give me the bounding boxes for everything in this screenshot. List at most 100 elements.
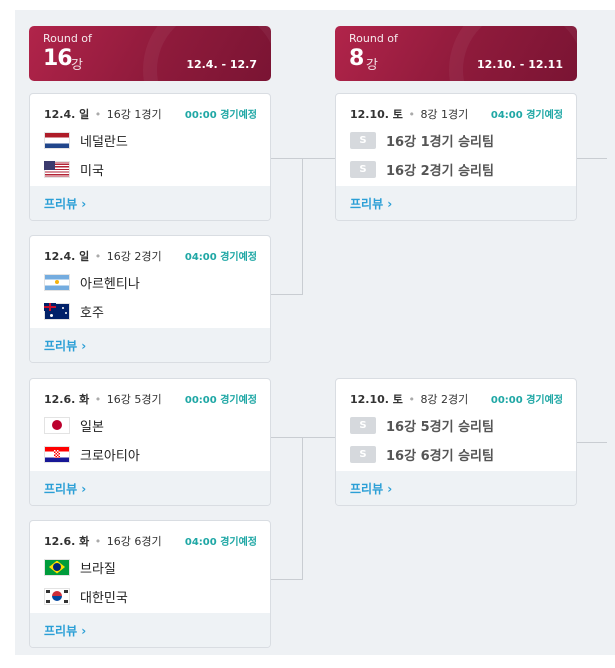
japan-flag-icon [44,416,70,434]
team-row: S 16강 5경기 승리팀 [350,415,494,435]
preview-link[interactable]: 프리뷰 › [44,624,87,638]
team-row: S 16강 6경기 승리팀 [350,444,494,464]
separator-dot: • [94,108,102,121]
header-decoration [449,26,577,81]
match-date: 12.4. 일 [44,250,90,263]
bracket-connector [302,158,303,295]
team-name: 16강 2경기 승리팀 [386,163,494,179]
round-of-8-header: Round of 8 강 12.10. - 12.11 [335,26,577,81]
round-dates: 12.4. - 12.7 [186,58,257,71]
match-meta: 12.4. 일 • 16강 2경기 [44,248,162,264]
placeholder-team-icon: S [350,160,376,178]
round-of-label: Round of [349,32,398,45]
team-name: 대한민국 [80,590,128,606]
match-meta: 12.10. 토 • 8강 2경기 [350,391,468,407]
match-stage: 16강 6경기 [106,535,162,548]
match-meta: 12.6. 화 • 16강 5경기 [44,391,162,407]
bracket-connector [302,437,303,580]
match-status: 04:00 경기예정 [490,110,563,121]
team-row[interactable]: 호주 [44,301,104,321]
separator-dot: • [94,535,102,548]
bracket-connector [302,158,335,159]
team-row[interactable]: 아르헨티나 [44,272,140,292]
round-dates: 12.10. - 12.11 [477,58,563,71]
team-row[interactable]: 크로아티아 [44,444,140,464]
team-row[interactable]: 네덜란드 [44,130,128,150]
team-row[interactable]: 미국 [44,159,104,179]
separator-dot: • [408,393,415,406]
bracket-connector [271,437,303,438]
team-row[interactable]: 브라질 [44,557,116,577]
preview-link[interactable]: 프리뷰 › [44,339,87,353]
bracket-connector [302,437,335,438]
match-stage: 16강 1경기 [106,108,162,121]
placeholder-team-icon: S [350,416,376,434]
separator-dot: • [94,393,102,406]
preview-link[interactable]: 프리뷰 › [44,482,87,496]
team-name: 일본 [80,419,104,435]
team-row[interactable]: 일본 [44,415,104,435]
separator-dot: • [408,108,415,121]
match-date: 12.6. 화 [44,535,90,548]
croatia-flag-icon [44,445,70,463]
preview-bar: 프리뷰 › [30,471,270,505]
preview-bar: 프리뷰 › [336,186,576,220]
preview-link[interactable]: 프리뷰 › [44,197,87,211]
match-stage: 8강 1경기 [420,108,469,121]
match-card-r16-1[interactable]: 12.4. 일 • 16강 1경기 00:00 경기예정 네덜란드 미국 프리뷰… [29,93,271,221]
round-number: 16 [43,46,73,71]
team-name: 미국 [80,163,104,179]
match-card-qf-1[interactable]: 12.10. 토 • 8강 1경기 04:00 경기예정 S 16강 1경기 승… [335,93,577,221]
team-row[interactable]: 대한민국 [44,586,128,606]
team-name: 크로아티아 [80,448,140,464]
match-stage: 16강 5경기 [106,393,162,406]
team-name: 네덜란드 [80,134,128,150]
usa-flag-icon [44,160,70,178]
match-stage: 16강 2경기 [106,250,162,263]
match-status: 00:00 경기예정 [184,110,257,121]
preview-bar: 프리뷰 › [30,613,270,647]
preview-bar: 프리뷰 › [336,471,576,505]
match-stage: 8강 2경기 [420,393,469,406]
match-date: 12.10. 토 [350,108,403,121]
match-meta: 12.10. 토 • 8강 1경기 [350,106,468,122]
match-card-qf-2[interactable]: 12.10. 토 • 8강 2경기 00:00 경기예정 S 16강 5경기 승… [335,378,577,506]
round-of-16-header: Round of 16 강 12.4. - 12.7 [29,26,271,81]
team-name: 호주 [80,305,104,321]
team-name: 브라질 [80,561,116,577]
team-name: 16강 5경기 승리팀 [386,419,494,435]
match-date: 12.6. 화 [44,393,90,406]
korea-flag-icon [44,587,70,605]
brazil-flag-icon [44,558,70,576]
preview-bar: 프리뷰 › [30,186,270,220]
match-meta: 12.6. 화 • 16강 6경기 [44,533,162,549]
separator-dot: • [94,250,102,263]
team-name: 아르헨티나 [80,276,140,292]
match-date: 12.10. 토 [350,393,403,406]
match-status: 00:00 경기예정 [490,395,563,406]
team-name: 16강 1경기 승리팀 [386,134,494,150]
round-gang: 강 [71,58,83,73]
bracket-connector [271,158,303,159]
preview-bar: 프리뷰 › [30,328,270,362]
round-gang: 강 [366,58,378,73]
match-status: 04:00 경기예정 [184,252,257,263]
team-name: 16강 6경기 승리팀 [386,448,494,464]
bracket-connector [577,442,607,443]
match-meta: 12.4. 일 • 16강 1경기 [44,106,162,122]
preview-link[interactable]: 프리뷰 › [350,197,393,211]
match-status: 00:00 경기예정 [184,395,257,406]
bracket-connector [577,158,607,159]
match-date: 12.4. 일 [44,108,90,121]
team-row: S 16강 1경기 승리팀 [350,130,494,150]
preview-link[interactable]: 프리뷰 › [350,482,393,496]
placeholder-team-icon: S [350,131,376,149]
match-card-r16-5[interactable]: 12.6. 화 • 16강 5경기 00:00 경기예정 일본 크로아티아 프리… [29,378,271,506]
australia-flag-icon [44,302,70,320]
team-row: S 16강 2경기 승리팀 [350,159,494,179]
match-card-r16-2[interactable]: 12.4. 일 • 16강 2경기 04:00 경기예정 아르헨티나 호주 프리… [29,235,271,363]
placeholder-team-icon: S [350,445,376,463]
argentina-flag-icon [44,273,70,291]
match-card-r16-6[interactable]: 12.6. 화 • 16강 6경기 04:00 경기예정 브라질 대한민국 프리… [29,520,271,648]
header-decoration [143,26,271,81]
